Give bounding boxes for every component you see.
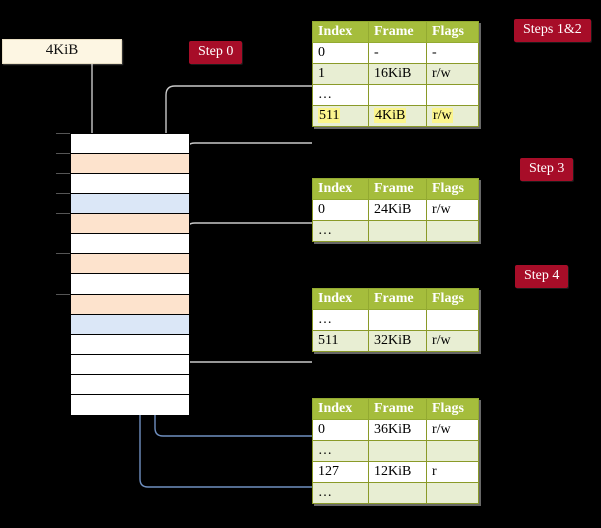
cell-index: 511 — [312, 330, 369, 352]
step-badge-step3: Step 3 — [520, 158, 574, 181]
memory-frame-row — [71, 154, 189, 175]
table-row[interactable]: … — [312, 220, 479, 242]
column-header-flags: Flags — [426, 288, 479, 310]
table-row[interactable]: … — [312, 309, 479, 331]
cell-flags: r/w — [426, 63, 479, 85]
cell-index: 1 — [312, 63, 369, 85]
column-header-flags: Flags — [426, 178, 479, 200]
physical-memory-column — [70, 133, 190, 415]
table-row[interactable]: 0-- — [312, 42, 479, 64]
cell-frame: 32KiB — [368, 330, 427, 352]
cell-flags: r — [426, 461, 479, 483]
memory-frame-row — [71, 174, 189, 195]
memory-row-tick — [56, 193, 70, 195]
memory-row-tick — [56, 293, 70, 295]
cell-index: … — [312, 482, 369, 504]
cell-frame — [368, 440, 427, 462]
cell-index: … — [312, 220, 369, 242]
memory-frame-row — [71, 394, 189, 415]
cell-index: 127 — [312, 461, 369, 483]
cell-index: … — [312, 440, 369, 462]
column-header-frame: Frame — [368, 178, 427, 200]
memory-frame-row — [71, 374, 189, 395]
column-header-index: Index — [312, 21, 369, 43]
cell-flags: - — [426, 42, 479, 64]
cell-flags: r/w — [426, 419, 479, 441]
column-header-flags: Flags — [426, 398, 479, 420]
memory-frame-row — [71, 234, 189, 255]
step-badge-step4: Step 4 — [515, 265, 569, 288]
cell-flags: r/w — [426, 105, 479, 127]
column-header-index: Index — [312, 178, 369, 200]
highlighted-value: r/w — [432, 107, 453, 123]
table-row[interactable]: … — [312, 482, 479, 504]
cell-flags — [426, 84, 479, 106]
column-header-frame: Frame — [368, 288, 427, 310]
cell-flags: r/w — [426, 199, 479, 221]
highlighted-value: 4KiB — [374, 107, 407, 123]
cell-flags — [426, 482, 479, 504]
step-badge-step0: Step 0 — [189, 41, 243, 64]
cell-frame: 12KiB — [368, 461, 427, 483]
table-row[interactable]: … — [312, 440, 479, 462]
memory-frame-row — [71, 214, 189, 235]
memory-row-tick — [56, 173, 70, 175]
memory-row-tick — [56, 133, 70, 134]
cell-flags — [426, 309, 479, 331]
cell-index: … — [312, 84, 369, 106]
cell-index: 0 — [312, 42, 369, 64]
memory-frame-row — [71, 254, 189, 275]
column-header-frame: Frame — [368, 21, 427, 43]
cell-frame — [368, 84, 427, 106]
step-badge-steps12: Steps 1&2 — [514, 19, 591, 42]
cell-frame: 36KiB — [368, 419, 427, 441]
cell-index: … — [312, 309, 369, 331]
cell-flags — [426, 220, 479, 242]
cell-frame — [368, 309, 427, 331]
highlighted-value: 511 — [318, 107, 341, 123]
cell-frame: 4KiB — [368, 105, 427, 127]
cell-index: 0 — [312, 419, 369, 441]
column-header-index: Index — [312, 398, 369, 420]
memory-frame-row — [71, 134, 189, 155]
table-row[interactable]: … — [312, 84, 479, 106]
column-header-frame: Frame — [368, 398, 427, 420]
cell-flags — [426, 440, 479, 462]
memory-frame-row — [71, 334, 189, 355]
cell-frame: 16KiB — [368, 63, 427, 85]
cell-index: 0 — [312, 199, 369, 221]
memory-frame-row — [71, 294, 189, 315]
table-row[interactable]: 511 4KiB r/w — [312, 105, 479, 127]
memory-frame-row — [71, 194, 189, 215]
memory-frame-row — [71, 314, 189, 335]
cell-index: 511 — [312, 105, 369, 127]
column-header-index: Index — [312, 288, 369, 310]
cell-frame — [368, 220, 427, 242]
cell-frame: - — [368, 42, 427, 64]
cell-flags: r/w — [426, 330, 479, 352]
cell-frame — [368, 482, 427, 504]
memory-row-tick — [56, 253, 70, 255]
cr3-register-box: 4KiB — [2, 39, 122, 64]
memory-frame-row — [71, 274, 189, 295]
cell-frame: 24KiB — [368, 199, 427, 221]
memory-row-tick — [56, 213, 70, 215]
column-header-flags: Flags — [426, 21, 479, 43]
memory-row-tick — [56, 153, 70, 155]
memory-frame-row — [71, 354, 189, 375]
